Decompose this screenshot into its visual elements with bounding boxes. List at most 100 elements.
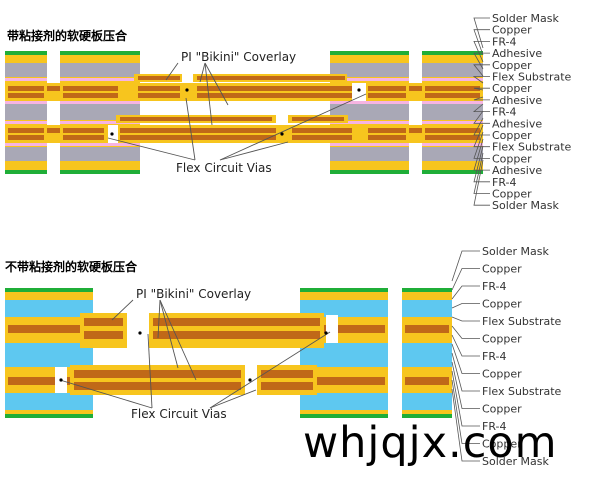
copper-b-1-0 <box>8 325 90 333</box>
fr4-lower-a-3 <box>422 147 483 161</box>
coverlay-a-r3cu <box>120 117 272 121</box>
flex-window-a-bottom <box>140 143 330 174</box>
layer-label: Flex Substrate <box>482 385 562 398</box>
copper-a-l1-4 <box>368 128 406 133</box>
fr4-mid-b-2 <box>402 343 452 367</box>
layer-leader <box>473 117 490 136</box>
flex-span-a-1 <box>121 83 183 101</box>
solder-bottom-b-0 <box>5 414 93 418</box>
layer-leader <box>451 303 480 309</box>
fr4-lower-a-2 <box>330 147 409 161</box>
layer-leader <box>451 379 480 444</box>
copper-a-l2-5 <box>425 135 480 140</box>
fr4-middle-a-2 <box>330 104 409 120</box>
fr4-bot-b-1 <box>300 393 388 410</box>
copper-a-u1-4 <box>368 86 406 91</box>
coverlay-a-r1cu <box>138 76 180 80</box>
solder-bottom-a-2 <box>330 170 409 174</box>
copper-b-u2 <box>153 331 320 339</box>
solder-top-a-3 <box>422 51 483 55</box>
adhesive-a-3-4 <box>422 143 483 146</box>
layer-label: FR-4 <box>492 35 517 48</box>
via-dot <box>357 88 361 92</box>
callout-leader <box>204 62 213 126</box>
diagram-b-stackup <box>5 288 452 418</box>
layer-labels: Solder MaskCopperFR-4AdhesiveCopperFlex … <box>482 12 572 468</box>
callout-leader <box>165 62 179 81</box>
copper-b-u1 <box>84 331 123 339</box>
fr4-top-b-1 <box>300 300 388 317</box>
fr4-upper-a-3 <box>422 63 483 77</box>
layer-label: Copper <box>482 298 522 311</box>
layer-leader <box>472 76 490 84</box>
callout-leader <box>199 62 206 83</box>
copper-a-u2-1 <box>63 93 118 98</box>
slot-b-2 <box>326 315 338 343</box>
callout-leader <box>209 389 257 409</box>
layer-label: FR-4 <box>492 176 517 189</box>
copper-a-u2-0 <box>8 93 44 98</box>
solder-top-a-2 <box>330 51 409 55</box>
callout-leader <box>59 379 153 409</box>
layer-label: FR-4 <box>482 280 507 293</box>
layer-label: Copper <box>482 333 522 346</box>
solder-top-b-2 <box>402 288 452 292</box>
layer-label: FR-4 <box>482 350 507 363</box>
callout-leader <box>159 299 179 369</box>
copper-a-l1-0 <box>8 128 44 133</box>
copper-a-u1-2 <box>138 86 180 91</box>
solder-bottom-a-3 <box>422 170 483 174</box>
adhesive-a-0-3 <box>5 121 47 124</box>
layer-leader <box>472 103 490 112</box>
layer-leader <box>451 250 480 282</box>
layer-leader <box>473 64 490 77</box>
layer-leader <box>451 370 480 427</box>
layer-label: Copper <box>482 368 522 381</box>
fr4-bot-b-2 <box>402 393 452 410</box>
adhesive-a-2-1 <box>330 78 409 81</box>
layer-label: Adhesive <box>492 47 542 60</box>
adhesive-a-0-1 <box>5 78 47 81</box>
layer-label: FR-4 <box>492 106 517 119</box>
diagram-a-vias-label: Flex Circuit Vias <box>176 161 272 175</box>
layer-label: Copper <box>482 263 522 276</box>
layer-leader <box>473 152 490 194</box>
solder-bottom-b-2 <box>402 414 452 418</box>
layer-label: FR-4 <box>482 420 507 433</box>
copper-b-2-2 <box>405 377 449 385</box>
copper-a-l1-5 <box>425 128 480 133</box>
gap-cu-a-u-1 <box>409 86 422 91</box>
layer-label: Copper <box>492 24 532 37</box>
copper-a-u1-3 <box>197 86 352 91</box>
diagram-b-title: 不带粘接剂的软硬板压合 <box>5 260 138 274</box>
adhesive-a-3-3 <box>422 121 483 124</box>
callout-leader <box>147 333 153 409</box>
copper-a-l1-1 <box>63 128 104 133</box>
callout-leader <box>204 62 229 106</box>
layer-label: Copper <box>492 129 532 142</box>
layer-label: Solder Mask <box>492 12 560 25</box>
callout-leader <box>219 93 367 161</box>
layer-label: Solder Mask <box>492 199 560 212</box>
copper-a-u2-3 <box>197 93 352 98</box>
gap-cu-a-l-1 <box>409 128 422 133</box>
fr4-top-b-0 <box>5 300 93 317</box>
layer-leader <box>473 159 490 206</box>
solder-top-b-0 <box>5 288 93 292</box>
layer-label: Copper <box>492 152 532 165</box>
callout-leader <box>111 299 134 321</box>
diagram-b-vias-label: Flex Circuit Vias <box>131 407 227 421</box>
gap-a-1 <box>409 51 422 174</box>
callout-leader <box>159 299 197 381</box>
layer-label: Copper <box>482 438 522 451</box>
adhesive-a-1-4 <box>60 143 140 146</box>
via-dots <box>59 88 361 382</box>
layer-leader <box>473 52 490 70</box>
flex-b-lower-1 <box>70 365 245 395</box>
layer-leader <box>473 110 490 124</box>
gap-flex-a-l-0 <box>47 125 60 143</box>
layer-label: Adhesive <box>492 164 542 177</box>
layer-leader <box>473 96 490 101</box>
layer-label: Copper <box>482 403 522 416</box>
layer-label: Adhesive <box>492 117 542 130</box>
